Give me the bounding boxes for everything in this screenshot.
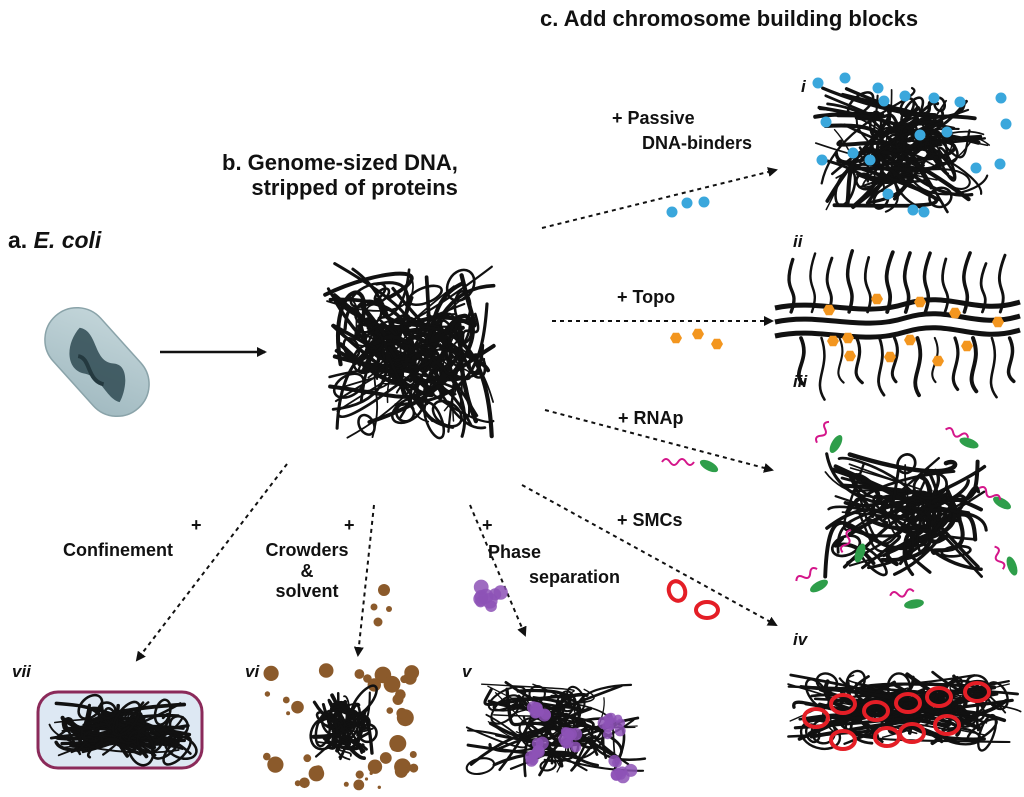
dna-tangle-vii: [48, 693, 198, 767]
title-a-prefix: a.: [8, 227, 28, 253]
arrow-to-iii: [544, 409, 774, 473]
label-crowders-line1: Crowders: [265, 540, 349, 560]
crowder-icon: [370, 584, 392, 627]
title-c: c. Add chromosome building blocks: [540, 6, 919, 31]
label-passive-line2: DNA-binders: [642, 133, 753, 153]
title-b-line1: b. Genome-sized DNA,: [222, 150, 458, 175]
title-b: b. Genome-sized DNA, stripped of protein…: [222, 150, 458, 201]
dna-tangle-main: [323, 262, 496, 440]
rnap-icon: [661, 458, 719, 473]
numeral-ii: ii: [793, 232, 803, 251]
label-rnap: + RNAp: [618, 408, 684, 428]
dna-tangle-vi: [309, 684, 378, 761]
numeral-vi: vi: [245, 662, 260, 681]
title-a-organism: E. coli: [33, 227, 102, 253]
smc-icon: [666, 579, 720, 620]
label-passive-line1: + Passive: [612, 108, 695, 128]
label-topo: + Topo: [617, 287, 676, 307]
title-a: a. E. coli: [8, 227, 101, 253]
label-smcs: + SMCs: [617, 510, 683, 530]
label-phase-line1: Phase: [488, 542, 542, 562]
numeral-iii: iii: [793, 372, 808, 391]
label-crowders: Crowders & solvent: [252, 540, 362, 602]
dna-bottlebrush-ii: [774, 249, 1021, 401]
title-b-line2: stripped of proteins: [251, 175, 458, 201]
smc-markers: [802, 681, 991, 751]
arrow-to-v: [469, 504, 527, 637]
arrow-to-vii: [135, 463, 288, 662]
arrow-to-iv: [521, 484, 778, 626]
label-crowders-line2: &: [300, 560, 314, 581]
label-crowders-plus: +: [344, 515, 355, 535]
rnap-markers: [795, 420, 1018, 609]
numeral-iv: iv: [793, 630, 808, 649]
arrow-to-i: [541, 167, 778, 229]
ecoli-cell-icon: [44, 306, 150, 418]
label-crowders-line3: solvent: [275, 581, 339, 602]
label-confinement: Confinement: [63, 540, 173, 560]
arrow-to-vi: [353, 504, 375, 657]
topo-icon: [670, 328, 723, 350]
numeral-vii: vii: [12, 662, 31, 681]
numeral-i: i: [801, 77, 806, 96]
crowder-particles: [263, 663, 420, 791]
numeral-v: v: [462, 662, 472, 681]
topo-markers: [823, 293, 1004, 367]
passive-binder-markers: [812, 72, 1012, 218]
label-phase-plus: +: [482, 515, 493, 535]
label-confinement-plus: +: [191, 515, 202, 535]
dna-tangle-iii: [823, 452, 988, 579]
dna-tangle-i: [813, 86, 991, 214]
phase-droplets: [524, 701, 638, 784]
phase-separation-icon: [473, 579, 508, 612]
passive-binder-icon: [666, 196, 710, 218]
label-phase-line2: separation: [529, 567, 621, 587]
